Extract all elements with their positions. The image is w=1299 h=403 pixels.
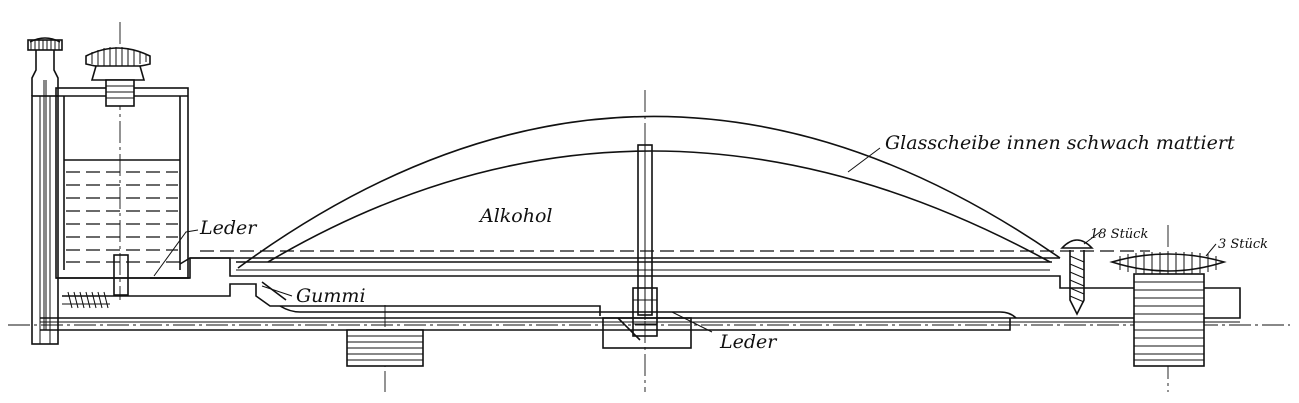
label-leather-top: Leder xyxy=(199,217,258,239)
label-screws-3: 3 Stück xyxy=(1218,237,1268,252)
stopper-knob xyxy=(85,47,151,107)
coil-spring xyxy=(62,291,110,309)
label-screws-18: 18 Stück xyxy=(1090,227,1148,242)
reservoir-jar xyxy=(55,87,189,296)
label-rubber: Gummi xyxy=(296,285,366,307)
right-screw xyxy=(1060,239,1094,316)
label-alcohol: Alkohol xyxy=(478,205,553,227)
label-glass-pane: Glasscheibe innen schwach mattiert xyxy=(885,132,1235,154)
right-foot-knob xyxy=(1109,252,1227,367)
label-leather-bottom: Leder xyxy=(719,331,778,353)
leader-lines xyxy=(153,147,1217,333)
glass-dome xyxy=(66,115,1150,271)
left-gauge-tube xyxy=(27,37,63,345)
center-column xyxy=(617,144,658,341)
